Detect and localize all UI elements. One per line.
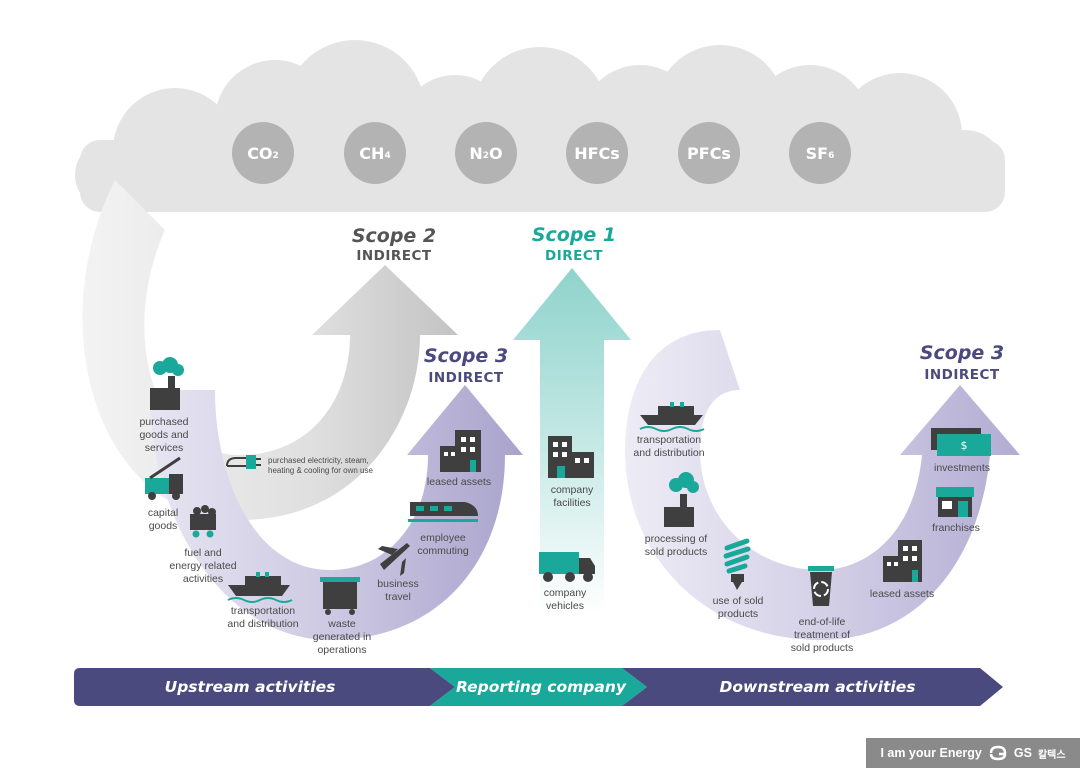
train-icon	[408, 502, 478, 522]
scope3-upstream-title: Scope 3	[423, 345, 509, 367]
factory-icon-processing	[664, 472, 699, 527]
recycle-bin-icon	[808, 566, 834, 606]
crane-truck-icon	[145, 456, 183, 500]
gas-pfcs: PFCs	[678, 122, 740, 184]
building-icon-upstream	[440, 430, 481, 472]
label-company-facilities: company facilities	[550, 484, 594, 509]
label-processing: processing of sold products	[644, 533, 708, 558]
dumpster-icon	[320, 577, 360, 615]
label-waste: waste generated in operations	[312, 618, 372, 656]
scope1-title: Scope 1	[531, 224, 617, 246]
band-upstream-shape	[74, 668, 455, 706]
truck-icon	[539, 552, 595, 582]
label-fuel-energy: fuel and energy related activities	[169, 547, 237, 585]
label-company-vehicles: company vehicles	[543, 587, 587, 612]
band-upstream-label: Upstream activities	[164, 678, 336, 696]
building-icon-facilities	[548, 436, 594, 478]
ship-icon-downstream	[639, 402, 705, 432]
lightbulb-icon	[723, 538, 751, 590]
label-end-of-life: end-of-life treatment of sold products	[790, 616, 854, 654]
scope1-subtitle: DIRECT	[545, 248, 603, 264]
airplane-icon	[378, 543, 410, 576]
scope2-title: Scope 2	[351, 225, 437, 247]
money-icon: $	[931, 428, 991, 456]
band-downstream-label: Downstream activities	[719, 678, 916, 696]
label-business-travel: business travel	[377, 578, 419, 603]
coal-cart-icon	[190, 505, 216, 538]
scope3-upstream-arrow	[150, 385, 523, 640]
band-reporting-label: Reporting company	[456, 678, 626, 696]
gs-mark-icon	[989, 745, 1007, 761]
band-reporting-shape	[430, 668, 647, 706]
svg-text:$: $	[961, 439, 968, 452]
storefront-icon	[936, 487, 974, 517]
logo-brand: GS	[1013, 746, 1032, 760]
gas-hfcs: HFCs	[566, 122, 628, 184]
logo-tagline: I am your Energy	[880, 746, 982, 760]
scope3-downstream-title: Scope 3	[919, 342, 1005, 364]
label-franchises: franchises	[932, 522, 980, 534]
label-upstream-transport: transportation and distribution	[227, 605, 299, 630]
label-use-of-products: use of sold products	[712, 595, 764, 620]
label-commuting: employee commuting	[417, 532, 469, 557]
ship-icon-upstream	[227, 572, 293, 603]
label-capital-goods: capital goods	[147, 507, 179, 532]
label-upstream-leased: leased assets	[426, 476, 492, 488]
scope3-upstream-subtitle: INDIRECT	[428, 370, 504, 386]
plug-icon	[226, 455, 261, 469]
label-investments: investments	[933, 462, 991, 474]
gs-caltex-logo: I am your Energy GS 칼텍스	[866, 738, 1080, 768]
label-downstream-transport: transportation and distribution	[633, 434, 705, 459]
label-downstream-leased: leased assets	[869, 588, 935, 600]
logo-brand-kr: 칼텍스	[1037, 749, 1066, 761]
factory-icon	[150, 357, 184, 410]
label-electricity: purchased electricity, steam, heating & …	[268, 456, 373, 475]
building-icon-downstream	[883, 540, 922, 582]
label-purchased-goods: purchased goods and services	[139, 416, 189, 454]
cloud-bank	[75, 40, 1005, 212]
band-downstream-shape	[622, 668, 1003, 706]
scope3-downstream-subtitle: INDIRECT	[924, 367, 1000, 383]
scope2-subtitle: INDIRECT	[356, 248, 432, 264]
